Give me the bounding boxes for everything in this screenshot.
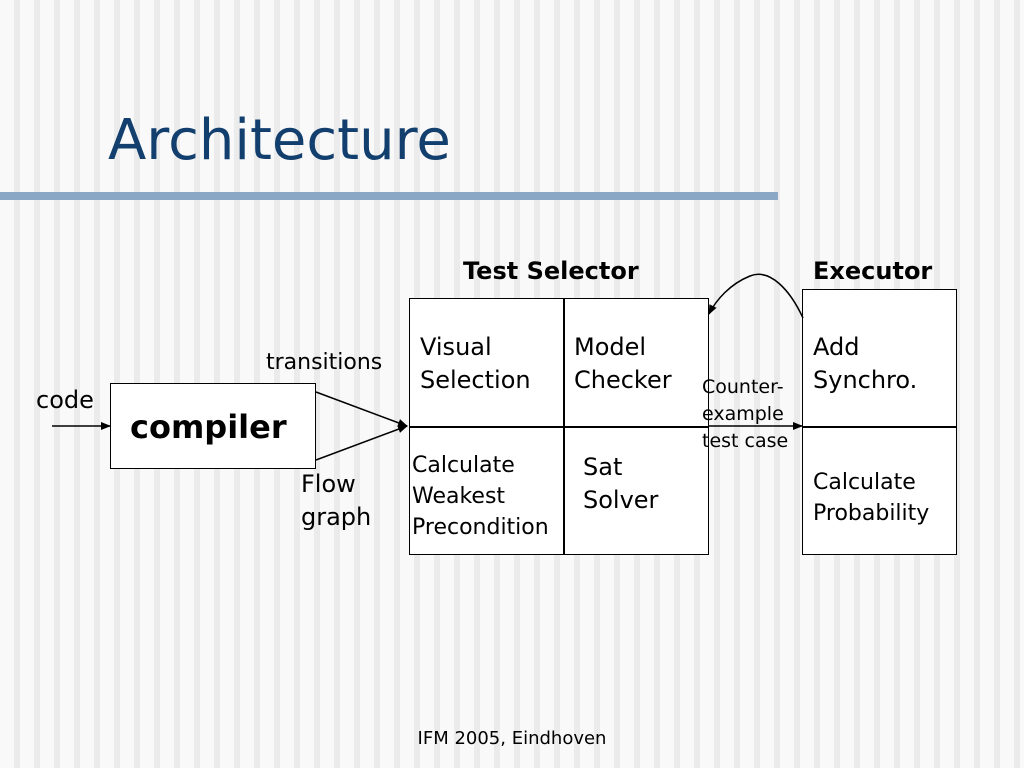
- title-underline: [0, 192, 778, 200]
- counterexample-line: Counter-: [702, 376, 784, 398]
- add-synchro-line: Add: [813, 333, 860, 361]
- model-checker-cell: Model Checker: [574, 331, 672, 397]
- sat-solver-cell: Sat Solver: [583, 451, 658, 517]
- transitions-arrow: [315, 391, 408, 427]
- slide-footer: IFM 2005, Eindhoven: [417, 728, 607, 749]
- executor-horizontal-divider: [803, 426, 956, 428]
- sat-solver-line: Solver: [583, 486, 659, 514]
- weakest-precondition-line: Precondition: [412, 515, 549, 540]
- calculate-probability-line: Probability: [813, 501, 930, 526]
- test-selector-horizontal-divider: [410, 426, 708, 428]
- flow-graph-label-line: graph: [301, 503, 372, 531]
- test-selector-header: Test Selector: [463, 257, 639, 285]
- compiler-box: compiler: [110, 383, 316, 469]
- visual-selection-line: Selection: [420, 366, 531, 394]
- executor-header: Executor: [813, 257, 933, 285]
- calculate-probability-cell: Calculate Probability: [813, 467, 929, 529]
- counterexample-line: test case: [702, 430, 789, 452]
- add-synchro-cell: Add Synchro.: [813, 331, 917, 397]
- compiler-label: compiler: [130, 408, 287, 446]
- add-synchro-line: Synchro.: [813, 366, 918, 394]
- weakest-precondition-cell: Calculate Weakest Precondition: [412, 450, 549, 543]
- calculate-probability-line: Calculate: [813, 470, 916, 495]
- weakest-precondition-line: Calculate: [412, 453, 515, 478]
- model-checker-line: Model: [574, 333, 647, 361]
- flow-graph-label: Flow graph: [301, 468, 371, 534]
- visual-selection-line: Visual: [420, 333, 492, 361]
- executor-box: Add Synchro. Calculate Probability: [802, 289, 957, 555]
- sat-solver-line: Sat: [583, 453, 623, 481]
- flow-graph-arrow: [315, 425, 408, 461]
- test-selector-box: Visual Selection Model Checker Calculate…: [409, 298, 709, 555]
- counterexample-label: Counter- example test case: [702, 374, 788, 455]
- slide-title: Architecture: [108, 108, 451, 173]
- weakest-precondition-line: Weakest: [412, 484, 506, 509]
- model-checker-line: Checker: [574, 366, 672, 394]
- visual-selection-cell: Visual Selection: [420, 331, 531, 397]
- feedback-curve-arrow: [708, 273, 804, 319]
- code-label: code: [36, 386, 94, 414]
- transitions-label: transitions: [266, 350, 383, 375]
- flow-graph-label-line: Flow: [301, 470, 356, 498]
- counterexample-line: example: [702, 403, 784, 425]
